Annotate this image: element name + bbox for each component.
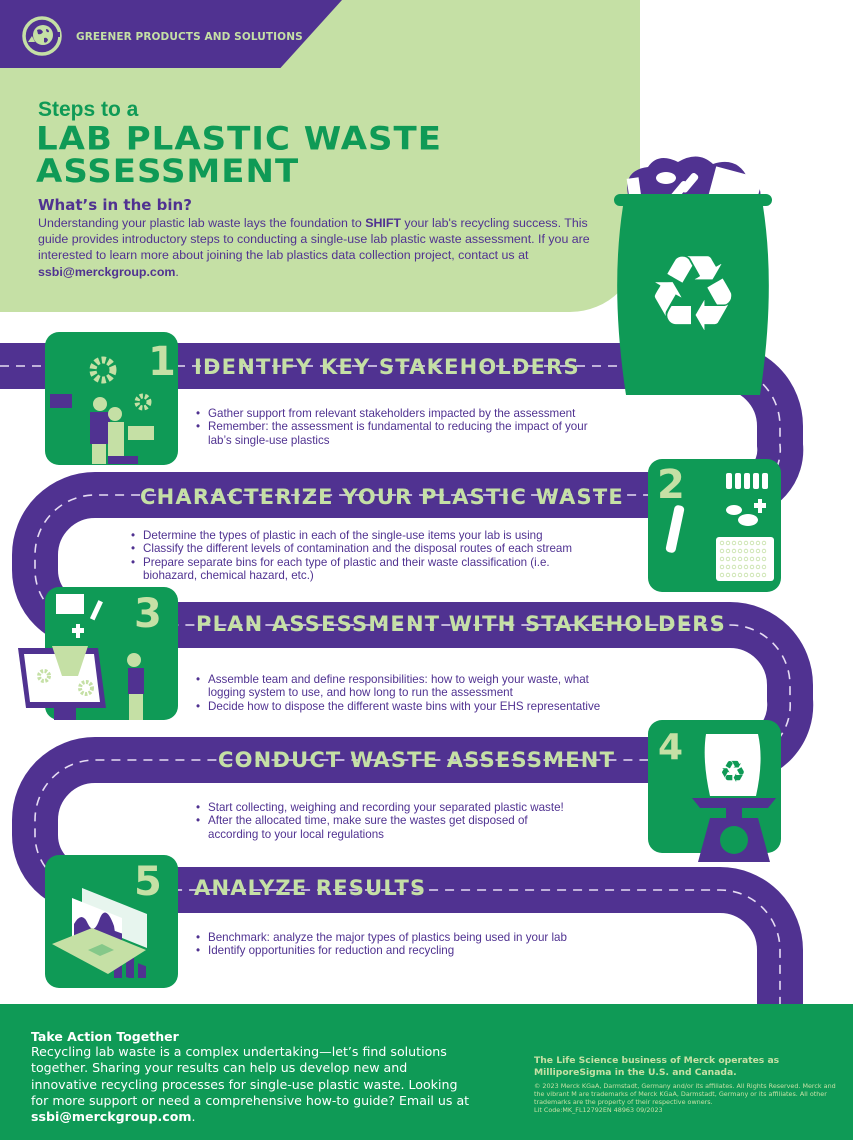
bullet-item: Prepare separate bins for each type of p… bbox=[131, 556, 601, 583]
bullet-item: Identify opportunities for reduction and… bbox=[196, 944, 656, 958]
bullet-item: Start collecting, weighing and recording… bbox=[196, 801, 626, 815]
legal-copyright: © 2023 Merck KGaA, Darmstadt, Germany an… bbox=[534, 1082, 836, 1106]
page-title-line1: LAB PLASTIC WASTE bbox=[36, 120, 442, 159]
section-subheading: What’s in the bin? bbox=[38, 196, 192, 214]
step-3-title: PLAN ASSESSMENT WITH STAKEHOLDERS bbox=[196, 612, 726, 636]
step-5-number: 5 bbox=[134, 859, 162, 905]
intro-paragraph: Understanding your plastic lab waste lay… bbox=[38, 215, 598, 280]
intro-end: . bbox=[175, 264, 179, 279]
recycling-bin-icon: ♻ bbox=[614, 156, 772, 395]
bullet-item: Decide how to dispose the different wast… bbox=[196, 700, 666, 714]
footer-heading: Take Action Together bbox=[31, 1029, 179, 1044]
footer-body-end: . bbox=[191, 1109, 196, 1125]
laptop-charts-icon bbox=[52, 888, 147, 978]
title-kicker: Steps to a bbox=[38, 98, 139, 121]
category-label: GREENER PRODUCTS AND SOLUTIONS bbox=[76, 31, 303, 43]
globe-recycle-icon bbox=[22, 16, 62, 56]
step-5-title: ANALYZE RESULTS bbox=[194, 876, 427, 900]
intro-emphasis: SHIFT bbox=[365, 216, 401, 230]
bullet-item: Gather support from relevant stakeholder… bbox=[196, 407, 606, 421]
svg-text:♻: ♻ bbox=[646, 233, 740, 355]
bullet-item: Benchmark: analyze the major types of pl… bbox=[196, 931, 656, 945]
step-2-title: CHARACTERIZE YOUR PLASTIC WASTE bbox=[140, 485, 624, 509]
step-4-number: 4 bbox=[658, 727, 684, 768]
bullet-item: Determine the types of plastic in each o… bbox=[131, 529, 651, 543]
step-2-number: 2 bbox=[657, 462, 685, 508]
bullet-item: Classify the different levels of contami… bbox=[131, 542, 651, 556]
page-title-line2: ASSESSMENT bbox=[36, 152, 300, 191]
step-3-bullets: Assemble team and define responsibilitie… bbox=[196, 673, 666, 713]
bullet-item: Remember: the assessment is fundamental … bbox=[196, 420, 606, 447]
planning-screen-icon bbox=[18, 594, 144, 720]
legal-heading: The Life Science business of Merck opera… bbox=[534, 1055, 780, 1078]
lit-code: Lit Code:MK_FL12792EN 48963 09/2023 bbox=[534, 1106, 663, 1114]
step-1-title: IDENTIFY KEY STAKEHOLDERS bbox=[194, 355, 580, 379]
step-4-bullets: Start collecting, weighing and recording… bbox=[196, 801, 626, 841]
footer-email-link[interactable]: ssbi@merckgroup.com bbox=[31, 1109, 192, 1125]
page-title: LAB PLASTIC WASTE ASSESSMENT bbox=[36, 123, 442, 188]
intro-email-link[interactable]: ssbi@merckgroup.com bbox=[38, 264, 176, 279]
bullet-item: After the allocated time, make sure the … bbox=[196, 814, 576, 841]
step-1-number: 1 bbox=[148, 339, 176, 385]
svg-text:♻: ♻ bbox=[720, 755, 747, 790]
bullet-item: Assemble team and define responsibilitie… bbox=[196, 673, 616, 700]
intro-text: Understanding your plastic lab waste lay… bbox=[38, 216, 366, 230]
intro-text-cont: your lab's recycling success. This guide… bbox=[38, 216, 590, 263]
footer bbox=[0, 1004, 853, 1140]
weighing-scale-icon: ♻ bbox=[692, 734, 776, 862]
step-3-number: 3 bbox=[134, 591, 162, 637]
step-4-title: CONDUCT WASTE ASSESSMENT bbox=[218, 748, 616, 772]
footer-body-text: Recycling lab waste is a complex underta… bbox=[31, 1044, 470, 1108]
step-1-bullets: Gather support from relevant stakeholder… bbox=[196, 407, 606, 447]
people-gears-icon bbox=[50, 356, 154, 464]
lab-plastics-icon bbox=[665, 473, 774, 581]
legal-text: © 2023 Merck KGaA, Darmstadt, Germany an… bbox=[534, 1082, 844, 1114]
footer-body: Recycling lab waste is a complex underta… bbox=[31, 1044, 471, 1125]
step-2-bullets: Determine the types of plastic in each o… bbox=[131, 529, 651, 582]
step-5-bullets: Benchmark: analyze the major types of pl… bbox=[196, 931, 656, 958]
